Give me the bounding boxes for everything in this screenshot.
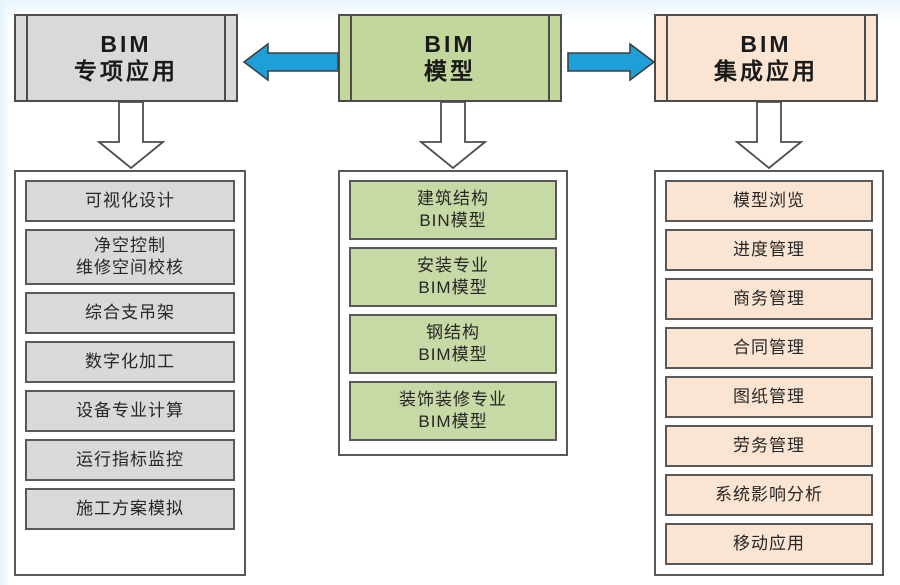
item-line: 安装专业: [417, 256, 489, 276]
arrow-right-icon: [567, 42, 656, 82]
arrow-left-icon: [242, 42, 339, 82]
list-item[interactable]: 进度管理: [665, 229, 873, 271]
list-item[interactable]: 钢结构 BIM模型: [349, 314, 557, 374]
process-bar-right-icon: [224, 16, 226, 100]
item-line: 模型浏览: [733, 191, 805, 211]
list-item[interactable]: 运行指标监控: [25, 439, 235, 481]
item-line: 施工方案模拟: [76, 499, 184, 519]
item-line: 建筑结构: [417, 189, 489, 209]
process-bar-left-icon: [666, 16, 668, 100]
item-line: 移动应用: [733, 534, 805, 554]
item-line: 合同管理: [733, 338, 805, 358]
item-line: 钢结构: [426, 323, 480, 343]
list-item[interactable]: 图纸管理: [665, 376, 873, 418]
process-bar-left-icon: [350, 16, 352, 100]
header-title-line2: 专项应用: [74, 57, 178, 84]
item-line: 维修空间校核: [76, 258, 184, 277]
header-box-integrated-application[interactable]: BIM 集成应用: [654, 14, 878, 102]
header-title-line1: BIM: [424, 30, 476, 57]
list-item[interactable]: 建筑结构 BIN模型: [349, 180, 557, 240]
item-line: BIM模型: [418, 345, 488, 364]
item-line: 进度管理: [733, 240, 805, 260]
arrow-down-icon: [418, 102, 488, 170]
list-item[interactable]: 设备专业计算: [25, 390, 235, 432]
arrow-down-icon: [96, 102, 166, 170]
item-line: 运行指标监控: [76, 450, 184, 470]
list-item[interactable]: 移动应用: [665, 523, 873, 565]
item-line: BIN模型: [419, 211, 487, 230]
process-bar-left-icon: [26, 16, 28, 100]
item-line: 可视化设计: [85, 191, 175, 211]
item-line: 设备专业计算: [76, 401, 184, 421]
list-item[interactable]: 装饰装修专业 BIM模型: [349, 381, 557, 441]
item-line: 商务管理: [733, 289, 805, 309]
list-item[interactable]: 综合支吊架: [25, 292, 235, 334]
column-special-application: 可视化设计 净空控制 维修空间校核 综合支吊架 数字化加工 设备专业计算 运行指…: [14, 170, 246, 576]
item-line: 图纸管理: [733, 387, 805, 407]
list-item[interactable]: 合同管理: [665, 327, 873, 369]
column-model: 建筑结构 BIN模型 安装专业 BIM模型 钢结构 BIM模型 装饰装修专业 B…: [338, 170, 568, 456]
item-line: 净空控制: [94, 236, 166, 256]
header-box-model[interactable]: BIM 模型: [338, 14, 562, 102]
list-item[interactable]: 系统影响分析: [665, 474, 873, 516]
header-title-line1: BIM: [740, 30, 792, 57]
arrow-down-icon: [734, 102, 804, 170]
item-line: BIM模型: [418, 412, 488, 431]
list-item[interactable]: 安装专业 BIM模型: [349, 247, 557, 307]
header-title-line2: 模型: [424, 57, 476, 84]
list-item[interactable]: 模型浏览: [665, 180, 873, 222]
list-item[interactable]: 可视化设计: [25, 180, 235, 222]
item-line: 装饰装修专业: [399, 390, 507, 410]
process-bar-right-icon: [548, 16, 550, 100]
column-integrated-application: 模型浏览 进度管理 商务管理 合同管理 图纸管理 劳务管理 系统影响分析 移动应…: [654, 170, 884, 576]
process-bar-right-icon: [864, 16, 866, 100]
item-line: BIM模型: [418, 278, 488, 297]
header-box-special-application[interactable]: BIM 专项应用: [14, 14, 238, 102]
header-title-line2: 集成应用: [714, 57, 818, 84]
list-item[interactable]: 商务管理: [665, 278, 873, 320]
list-item[interactable]: 劳务管理: [665, 425, 873, 467]
item-line: 综合支吊架: [85, 303, 175, 323]
item-line: 劳务管理: [733, 436, 805, 456]
header-title-line1: BIM: [100, 30, 152, 57]
item-line: 数字化加工: [85, 352, 175, 372]
list-item[interactable]: 施工方案模拟: [25, 488, 235, 530]
list-item[interactable]: 数字化加工: [25, 341, 235, 383]
list-item[interactable]: 净空控制 维修空间校核: [25, 229, 235, 285]
item-line: 系统影响分析: [715, 485, 823, 505]
